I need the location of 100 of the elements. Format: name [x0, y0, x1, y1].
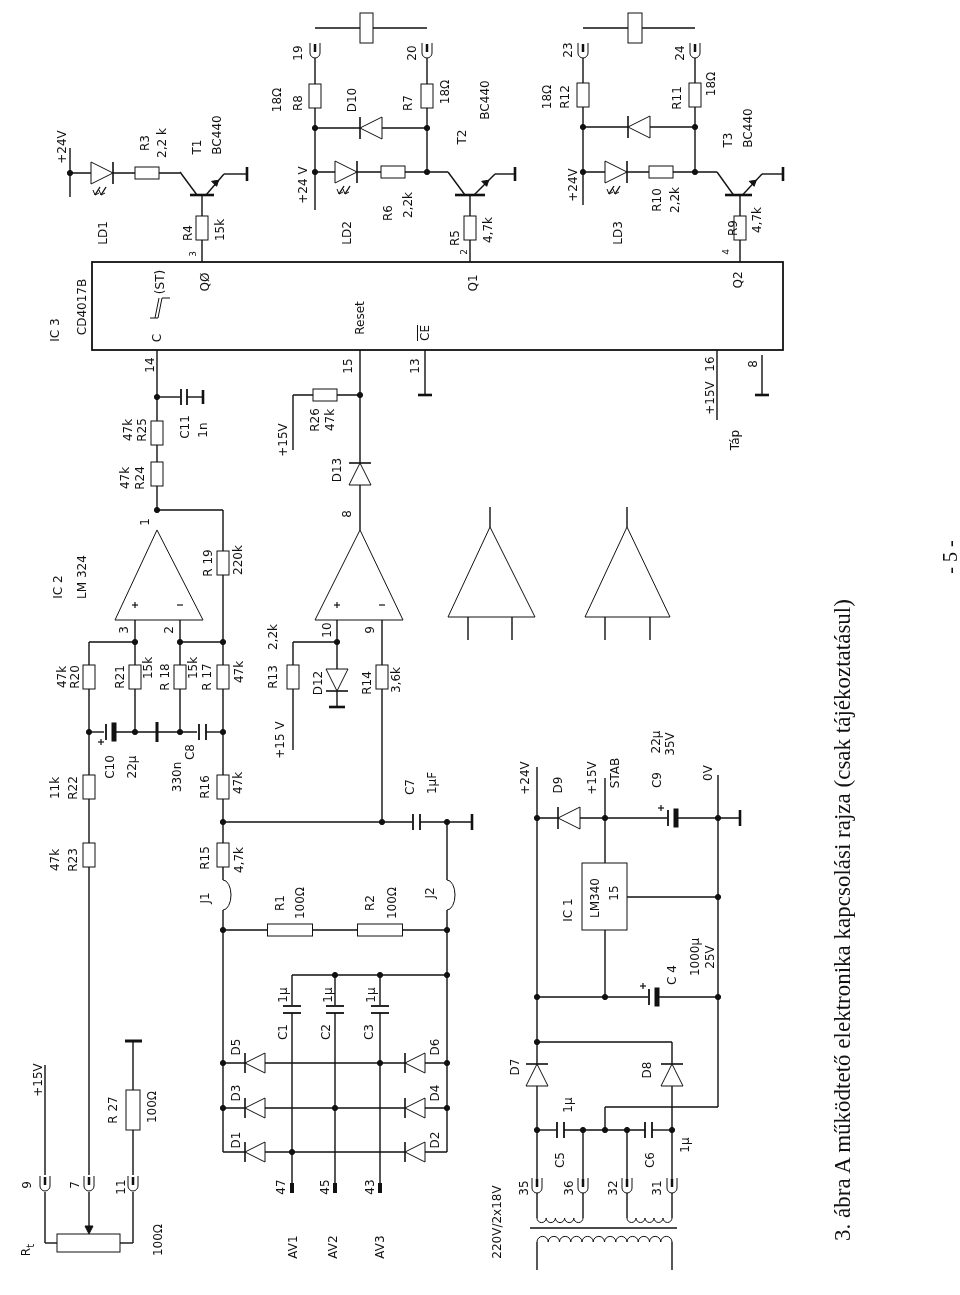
component-value: 47k: [119, 466, 131, 490]
pin-number: 2: [459, 249, 469, 255]
component-designator: R3: [139, 135, 151, 151]
supply-voltage-label: +15V: [586, 761, 598, 795]
supply-voltage-label: +24 V: [297, 166, 309, 204]
component-value: 22μ: [126, 755, 138, 779]
component-designator: T1: [191, 139, 203, 155]
component-designator: C3: [363, 1024, 375, 1040]
component-value: 1μ: [277, 987, 289, 1003]
pin-name: CE: [419, 325, 431, 341]
component-value: 25V: [704, 945, 716, 969]
component-value: 47k: [49, 848, 61, 872]
component-designator: D2: [429, 1131, 441, 1149]
component-value: 18Ω: [541, 84, 553, 110]
supply-voltage-label: +24V: [519, 761, 531, 795]
component-designator: R1: [274, 895, 286, 911]
pin-number: 7: [69, 1181, 81, 1189]
component-designator: LD2: [341, 221, 353, 245]
pin-name: Q2: [732, 271, 744, 289]
supply-voltage-label: +24V: [56, 130, 68, 164]
pin-number: 13: [409, 358, 421, 374]
supply-voltage-label: +24V: [567, 168, 579, 202]
component-designator: R13: [267, 665, 279, 689]
pin-number: 4: [721, 249, 731, 255]
component-value: 18Ω: [439, 79, 451, 105]
component-designator: C11: [179, 415, 191, 439]
supply-voltage-label: +15V: [32, 1063, 44, 1097]
component-designator: C5: [554, 1152, 566, 1168]
component-designator: C10: [104, 755, 116, 779]
pin-number: 3: [118, 626, 130, 634]
component-value: 15k: [187, 656, 199, 680]
component-designator: D5: [230, 1038, 242, 1056]
component-designator: IC 1: [562, 898, 574, 922]
component-value: 1μ: [365, 987, 377, 1003]
component-value: 47k: [56, 665, 68, 689]
component-value: CD4017B: [76, 278, 88, 336]
component-value: 100Ω: [146, 1090, 158, 1124]
pin-number: 8: [341, 510, 353, 518]
component-value: 1000μ: [689, 937, 701, 977]
component-value: 1μF: [426, 771, 438, 795]
pin-name: Reset: [354, 301, 366, 335]
component-value: 11k: [49, 776, 61, 800]
component-designator: R20: [69, 665, 81, 689]
component-value: 15k: [214, 218, 226, 242]
component-value: 1μ: [679, 1137, 691, 1153]
component-value: 2,2 k: [156, 128, 168, 158]
component-value: BC440: [742, 108, 754, 148]
component-designator: R26: [309, 408, 321, 432]
component-designator: R 27: [107, 1096, 119, 1124]
supply-voltage-label: +15V: [277, 423, 289, 457]
component-value: 2,2k: [669, 187, 681, 213]
component-designator: D4: [429, 1084, 441, 1102]
component-designator: D6: [429, 1038, 441, 1056]
transformer-rating: 220V/2x18V: [491, 1185, 503, 1259]
component-designator: C1: [277, 1024, 289, 1040]
pin-number: 14: [144, 357, 156, 373]
component-designator: R24: [134, 466, 146, 490]
component-designator: R7: [402, 95, 414, 111]
pin-name: Q1: [467, 274, 479, 292]
pin-number: 10: [321, 622, 333, 638]
component-value: LM 324: [76, 555, 88, 599]
component-designator: R12: [559, 85, 571, 109]
pin-name: STAB: [609, 757, 621, 789]
component-designator: R6: [382, 205, 394, 221]
supply-voltage-label: +15V: [704, 381, 716, 415]
component-value: 35V: [664, 732, 676, 756]
pin-number: 19: [292, 45, 304, 61]
component-value: 47k: [324, 408, 336, 432]
pin-number: 45: [319, 1179, 331, 1195]
component-designator: C 4: [666, 965, 678, 985]
component-designator: R8: [292, 95, 304, 111]
pin-number: 16: [704, 356, 716, 372]
component-value: 3,6k: [390, 667, 402, 693]
pin-number: 2: [163, 626, 175, 634]
component-value: 18Ω: [705, 71, 717, 97]
pin-number: 43: [364, 1179, 376, 1195]
component-value: 4,7k: [482, 217, 494, 243]
pin-number: 31: [651, 1180, 663, 1196]
pin-number: 1: [139, 518, 151, 526]
component-designator: R16: [199, 775, 211, 799]
component-value: 330n: [171, 761, 183, 793]
pin-number: 32: [607, 1180, 619, 1196]
component-designator: R22: [67, 776, 79, 800]
component-value: 220k: [232, 545, 244, 575]
pin-number: 24: [674, 45, 686, 61]
component-designator: D9: [552, 776, 564, 794]
component-designator: C7: [404, 779, 416, 795]
component-designator: J2: [424, 887, 436, 899]
component-designator: D10: [346, 87, 358, 113]
pin-number: 9: [21, 1181, 33, 1189]
component-designator: R14: [361, 671, 373, 695]
component-designator: D12: [312, 670, 324, 696]
component-designator: IC 3: [49, 318, 61, 342]
pin-number: 8: [747, 360, 759, 368]
component-designator: R5: [449, 230, 461, 246]
component-designator: C6: [644, 1152, 656, 1168]
component-value: 2,2k: [267, 624, 279, 650]
pin-name: QØ: [199, 272, 211, 292]
component-value: 4,7k: [751, 207, 763, 233]
component-designator: R11: [671, 86, 683, 110]
